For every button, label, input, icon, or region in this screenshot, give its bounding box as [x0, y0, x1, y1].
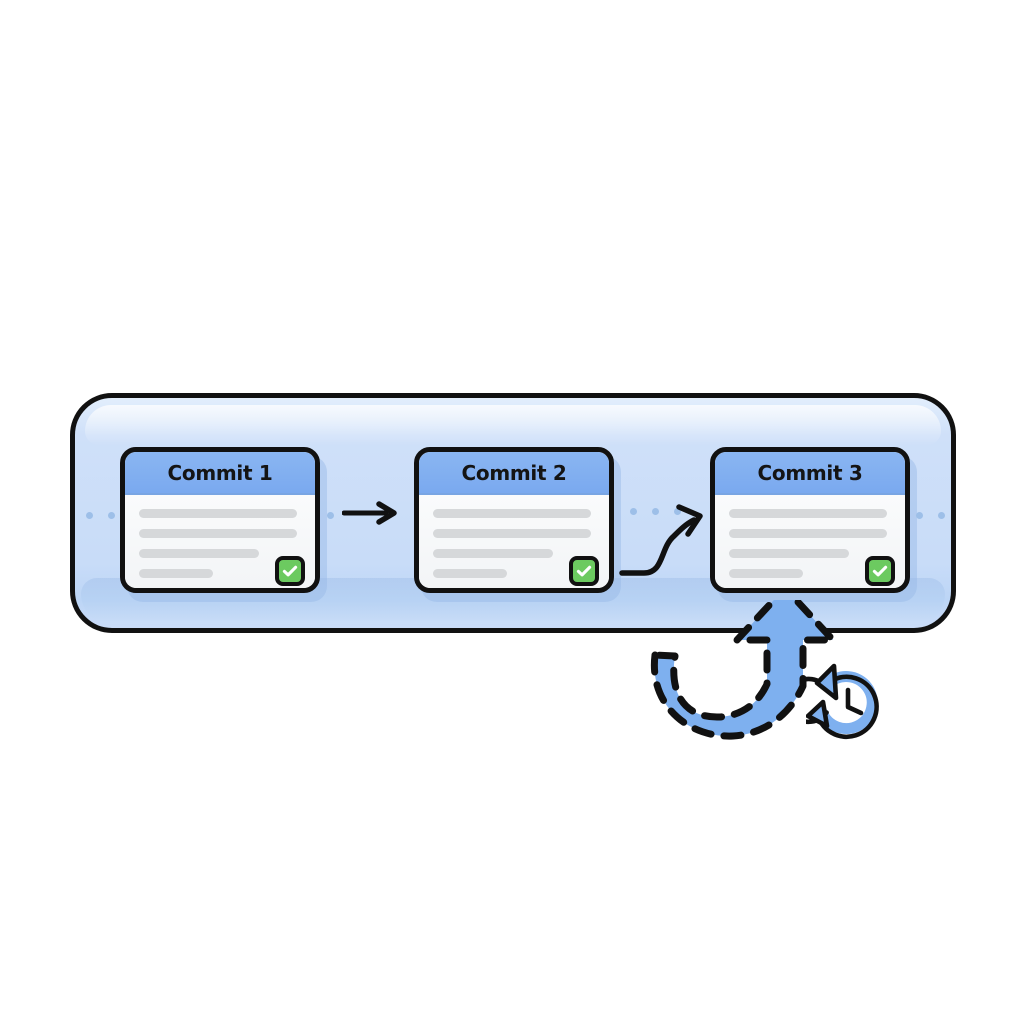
content-line — [139, 549, 259, 558]
commit-card-3-title: Commit 3 — [757, 460, 863, 485]
leading-ellipsis — [86, 512, 115, 519]
content-line — [729, 529, 887, 538]
content-line — [729, 509, 887, 518]
content-line — [433, 549, 553, 558]
arrow-right-icon — [341, 497, 402, 534]
commit-card-1[interactable]: Commit 1 — [120, 447, 320, 593]
ellipsis-dot — [86, 512, 93, 519]
ellipsis-dot — [674, 508, 681, 515]
content-line — [433, 509, 591, 518]
commit-card-2-header: Commit 2 — [419, 452, 609, 495]
content-line — [139, 569, 213, 578]
ellipsis-dot — [652, 508, 659, 515]
content-line — [433, 569, 507, 578]
ellipsis-dot — [108, 512, 115, 519]
ellipsis-dot — [916, 512, 923, 519]
container-top-highlight — [85, 405, 941, 445]
ellipsis-dot — [327, 512, 334, 519]
commit-card-1-header: Commit 1 — [125, 452, 315, 495]
commit-card-3-header: Commit 3 — [715, 452, 905, 495]
check-icon — [569, 556, 599, 586]
trailing-ellipsis — [916, 512, 945, 519]
commit-card-1-title: Commit 1 — [167, 460, 273, 485]
ellipsis-dot — [630, 508, 637, 515]
check-icon — [865, 556, 895, 586]
commit-card-2[interactable]: Commit 2 — [414, 447, 614, 593]
arrow-right-curved-icon — [616, 496, 716, 591]
commit-card-3[interactable]: Commit 3 — [710, 447, 910, 593]
mid-ellipsis — [630, 508, 681, 515]
content-line — [729, 549, 849, 558]
history-clock-icon[interactable] — [785, 660, 884, 746]
content-line — [433, 529, 591, 538]
commit-card-3-body — [715, 495, 905, 588]
check-icon — [275, 556, 305, 586]
content-line — [139, 509, 297, 518]
commit-card-2-title: Commit 2 — [461, 460, 567, 485]
ellipsis-dot — [938, 512, 945, 519]
spacer-dot-1 — [327, 512, 334, 519]
content-line — [139, 529, 297, 538]
content-line — [729, 569, 803, 578]
commit-card-2-body — [419, 495, 609, 588]
commit-card-1-body — [125, 495, 315, 588]
